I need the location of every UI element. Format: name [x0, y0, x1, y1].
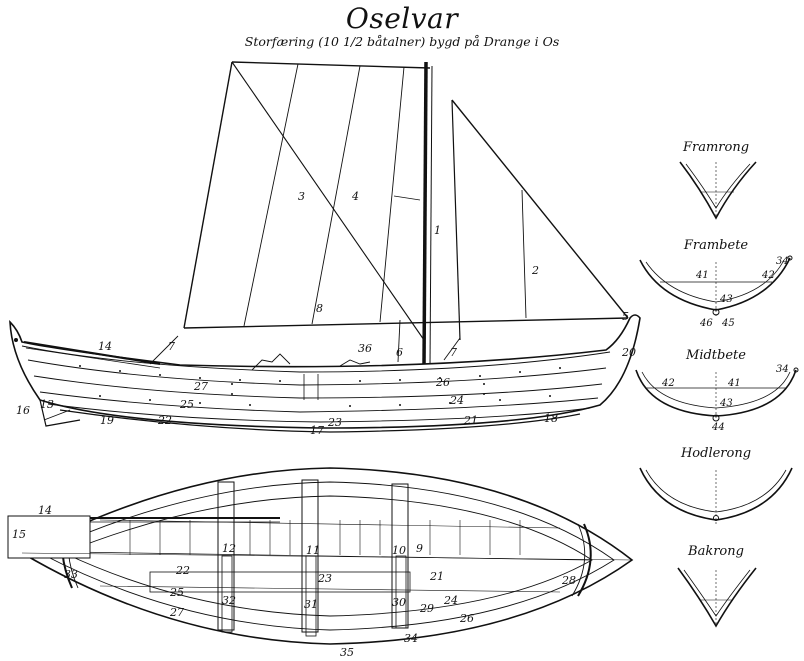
frambete-label-41: 41 — [695, 270, 709, 281]
plan-label-10: 10 — [392, 544, 406, 557]
side-view: 1 2 3 4 5 6 7 7 8 14 13 16 19 22 17 23 2… — [9, 61, 641, 437]
plan-view: 14 15 12 11 10 9 22 23 21 25 32 31 30 29… — [7, 467, 634, 659]
side-view-labels: 1 2 3 4 5 6 7 7 8 14 13 16 19 22 17 23 2… — [16, 190, 636, 437]
plan-label-34: 34 — [404, 632, 418, 645]
section-title-midtbete: Midtbete — [686, 348, 746, 363]
label-27: 27 — [193, 380, 208, 393]
label-19: 19 — [100, 414, 114, 427]
plan-label-30: 30 — [392, 596, 406, 609]
frambete-label-43: 43 — [719, 294, 733, 305]
plan-label-32: 32 — [222, 594, 236, 607]
frambete-label-42: 42 — [761, 270, 775, 281]
plan-view-ribs — [129, 520, 521, 555]
frambete-label-34: 34 — [776, 256, 789, 267]
label-16: 16 — [16, 404, 30, 417]
label-7b: 7 — [450, 346, 457, 359]
plan-view-labels: 14 15 12 11 10 9 22 23 21 25 32 31 30 29… — [12, 504, 576, 659]
label-20: 20 — [621, 346, 636, 359]
label-25: 25 — [179, 398, 194, 411]
section-bakrong-drawing — [677, 567, 757, 628]
diagram-subtitle: Storfæring (10 1/2 båtalner) bygd på Dra… — [244, 34, 560, 49]
plan-label-12: 12 — [222, 542, 236, 555]
section-title-hodlerong: Hodlerong — [680, 446, 752, 461]
plan-label-33: 33 — [64, 568, 78, 581]
frambete-label-46: 46 — [699, 318, 713, 329]
midtbete-label-43: 43 — [719, 398, 733, 409]
sail — [183, 61, 629, 341]
midtbete-label-44: 44 — [711, 422, 725, 433]
label-7a: 7 — [168, 340, 175, 353]
label-36: 36 — [358, 342, 372, 355]
midtbete-label-42: 42 — [661, 378, 675, 389]
plan-label-29: 29 — [419, 602, 434, 615]
label-4: 4 — [351, 190, 359, 203]
section-frambete-drawing — [639, 255, 793, 318]
label-14: 14 — [98, 340, 112, 353]
plan-label-24: 24 — [443, 594, 458, 607]
section-title-bakrong: Bakrong — [688, 544, 744, 559]
label-5: 5 — [622, 310, 629, 323]
plan-label-27: 27 — [169, 606, 184, 619]
plan-label-26: 26 — [459, 612, 474, 625]
label-2: 2 — [531, 264, 539, 277]
section-framrong-drawing — [679, 161, 757, 220]
cross-section-labels: 41 42 34 43 46 45 42 41 34 43 44 — [661, 256, 789, 433]
cross-sections — [635, 161, 799, 628]
label-6: 6 — [396, 346, 403, 359]
plan-label-21: 21 — [429, 570, 444, 583]
hull-side — [9, 314, 641, 433]
section-midtbete-drawing — [635, 367, 799, 422]
label-17: 17 — [310, 424, 324, 437]
section-title-framrong: Framrong — [682, 140, 750, 155]
plan-label-31: 31 — [304, 598, 318, 611]
mast — [422, 61, 433, 367]
plan-label-11: 11 — [306, 544, 320, 557]
label-8: 8 — [316, 302, 323, 315]
diagram-title: Oselvar — [345, 2, 459, 35]
plan-label-22: 22 — [175, 564, 190, 577]
hull-plan — [7, 467, 634, 645]
plan-label-15: 15 — [12, 528, 26, 541]
label-22: 22 — [157, 414, 172, 427]
plan-label-28: 28 — [561, 574, 576, 587]
label-23: 23 — [327, 416, 342, 429]
plan-label-25: 25 — [169, 586, 184, 599]
plan-label-23: 23 — [317, 572, 332, 585]
label-3: 3 — [298, 190, 305, 203]
label-21: 21 — [463, 414, 478, 427]
side-view-rivets — [79, 365, 561, 407]
plan-label-35: 35 — [340, 646, 354, 659]
section-title-frambete: Frambete — [683, 238, 749, 253]
label-18: 18 — [544, 412, 558, 425]
section-hodlerong-drawing — [639, 467, 793, 524]
label-26: 26 — [435, 376, 450, 389]
midtbete-label-41: 41 — [727, 378, 741, 389]
label-1: 1 — [434, 224, 441, 237]
midtbete-label-34: 34 — [776, 364, 789, 375]
plan-label-9: 9 — [416, 542, 423, 555]
frambete-label-45: 45 — [721, 318, 735, 329]
plan-label-14: 14 — [38, 504, 52, 517]
label-13: 13 — [40, 398, 54, 411]
label-24: 24 — [449, 394, 464, 407]
